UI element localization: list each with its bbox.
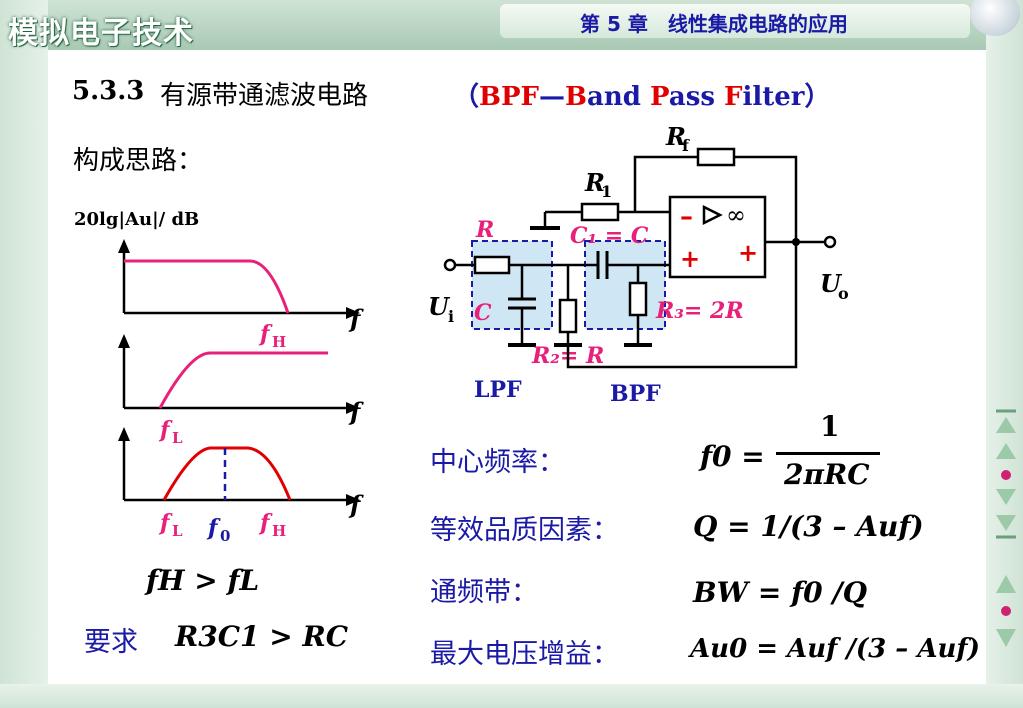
c1-eq-label: C₁ = C bbox=[570, 223, 649, 249]
ui-sub: i bbox=[448, 307, 454, 326]
r3-eq-label: R₃= 2R bbox=[655, 298, 744, 324]
section-english-title: （BPF—Band Pass Filter） bbox=[453, 76, 831, 113]
condition-fh-gt-fl: fH > fL bbox=[146, 564, 260, 597]
course-title: 模拟电子技术 bbox=[8, 16, 194, 51]
center-freq-label: 中心频率： bbox=[430, 447, 565, 478]
nav-home-icon[interactable] bbox=[1001, 470, 1011, 480]
bottom-frame-bar bbox=[0, 684, 1023, 708]
bpf-label: BPF bbox=[610, 381, 661, 407]
bode-plots: 20lg|Au|/ dB f H f f L f f L f 0 f H f bbox=[74, 209, 364, 545]
uo-label: U bbox=[820, 269, 843, 298]
nav-last-icon[interactable] bbox=[996, 515, 1016, 539]
left-frame-bar bbox=[0, 0, 48, 708]
nav-prev-icon[interactable] bbox=[996, 443, 1016, 459]
bpf-response-plot: f L f 0 f H f bbox=[118, 427, 364, 545]
resistor-r2 bbox=[558, 298, 578, 334]
fl-label-2: f bbox=[158, 510, 173, 536]
fl-sub-2: L bbox=[172, 522, 183, 540]
r1-sub: 1 bbox=[601, 182, 612, 201]
c-label: C bbox=[474, 300, 492, 326]
word-ass: ass bbox=[668, 82, 725, 112]
fl-label-1: f bbox=[158, 417, 173, 443]
nav-down-icon[interactable] bbox=[996, 629, 1016, 647]
f0-sub: 0 bbox=[220, 527, 230, 545]
resistor-r bbox=[473, 255, 511, 275]
slide-content-area bbox=[48, 50, 986, 684]
fh-label-2: f bbox=[258, 510, 273, 536]
opamp-minus: – bbox=[680, 202, 693, 232]
chapter-tab bbox=[500, 4, 970, 38]
rf-sub: f bbox=[682, 136, 690, 155]
letter-p: P bbox=[649, 82, 669, 112]
chapter-label: 第 5 章 线性集成电路的应用 bbox=[580, 12, 848, 36]
bode-ylabel: 20lg|Au|/ dB bbox=[74, 209, 199, 230]
opamp-infinity: ∞ bbox=[726, 201, 746, 229]
lpf-response-plot: f H f bbox=[118, 239, 364, 351]
letter-f: F bbox=[724, 82, 743, 112]
slide-nav bbox=[996, 409, 1016, 647]
fraction-bar bbox=[776, 452, 880, 455]
hpf-response-plot: f L f bbox=[118, 334, 364, 447]
uo-sub: o bbox=[838, 284, 849, 303]
idea-label: 构成思路： bbox=[73, 146, 204, 176]
requirement-label: 要求 bbox=[84, 627, 138, 658]
fl-sub-1: L bbox=[172, 429, 183, 447]
abbr-bpf: BPF bbox=[479, 82, 540, 112]
paren-open: （ bbox=[453, 82, 480, 112]
fh-sub-1: H bbox=[272, 333, 286, 351]
gain-formula: Au0 = Auf /(3 – Auf) bbox=[690, 634, 980, 664]
nav-first-icon[interactable] bbox=[996, 409, 1016, 433]
section-number: 5.3.3 bbox=[72, 76, 145, 106]
op-amp bbox=[668, 195, 767, 279]
nav-center-icon[interactable] bbox=[1001, 606, 1011, 616]
axis-f-1: f bbox=[348, 304, 364, 333]
axis-f-3: f bbox=[348, 490, 364, 519]
axis-f-2: f bbox=[348, 397, 364, 426]
resistor-r1 bbox=[580, 202, 620, 222]
dash: — bbox=[539, 82, 566, 112]
lpf-curve bbox=[124, 259, 290, 314]
bw-label: 通频带： bbox=[430, 577, 538, 608]
lpf-box bbox=[471, 240, 553, 330]
center-freq-denominator: 2πRC bbox=[784, 458, 870, 491]
ui-label: U bbox=[430, 292, 451, 321]
fh-sub-2: H bbox=[272, 522, 286, 540]
paren-close: ） bbox=[804, 82, 831, 112]
input-terminal bbox=[443, 258, 457, 272]
center-freq-numerator: 1 bbox=[820, 410, 840, 443]
requirement-formula: R3C1 > RC bbox=[175, 620, 349, 653]
section-title: 有源带通滤波电路 bbox=[160, 81, 369, 111]
fh-label-1: f bbox=[258, 321, 273, 347]
word-and: and bbox=[587, 82, 650, 112]
opamp-plus-in: + bbox=[680, 244, 700, 273]
r1-label: R bbox=[584, 168, 605, 197]
bpf-circuit: – ∞ + + R f R 1 R C C₁ = C R₃= 2R R₂= R … bbox=[430, 122, 849, 407]
lpf-label: LPF bbox=[474, 377, 522, 403]
letter-b: B bbox=[565, 82, 587, 112]
resistor-r3 bbox=[628, 281, 648, 317]
opamp-plus-out: + bbox=[738, 238, 758, 267]
bpf-curve bbox=[162, 446, 292, 501]
center-freq-lhs: f0 = bbox=[700, 440, 765, 473]
nav-up-icon[interactable] bbox=[996, 575, 1016, 593]
nav-next-icon[interactable] bbox=[996, 489, 1016, 505]
f0-label: f bbox=[206, 515, 221, 541]
r-label: R bbox=[475, 217, 494, 243]
word-ilter: ilter bbox=[742, 82, 805, 112]
logo-disc bbox=[970, 0, 1020, 36]
output-terminal bbox=[823, 235, 837, 249]
opamp-triangle bbox=[702, 204, 723, 226]
resistor-rf bbox=[696, 147, 736, 167]
bw-formula: BW = f0 /Q bbox=[693, 576, 867, 609]
rf-label: R bbox=[665, 122, 686, 151]
hpf-curve bbox=[158, 351, 328, 409]
q-formula: Q = 1/(3 – Auf) bbox=[693, 510, 924, 543]
q-label: 等效品质因素： bbox=[430, 515, 619, 546]
gain-label: 最大电压增益： bbox=[430, 639, 619, 670]
